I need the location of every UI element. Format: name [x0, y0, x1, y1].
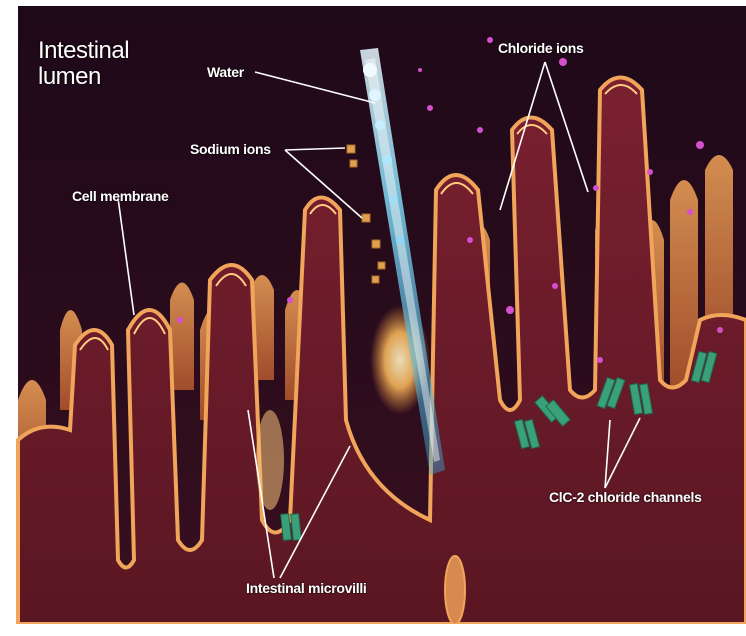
label-cell-membrane: Cell membrane: [72, 188, 168, 204]
label-intestinal-microvilli: Intestinal microvilli: [246, 580, 367, 596]
page-title: Intestinal lumen: [38, 38, 178, 90]
label-water: Water: [207, 64, 244, 80]
label-sodium-ions: Sodium ions: [190, 141, 271, 157]
label-chloride-ions: Chloride ions: [498, 40, 584, 56]
bottom-margin: [0, 624, 746, 636]
label-clc2-chloride-channels: ClC-2 chloride channels: [549, 489, 702, 505]
